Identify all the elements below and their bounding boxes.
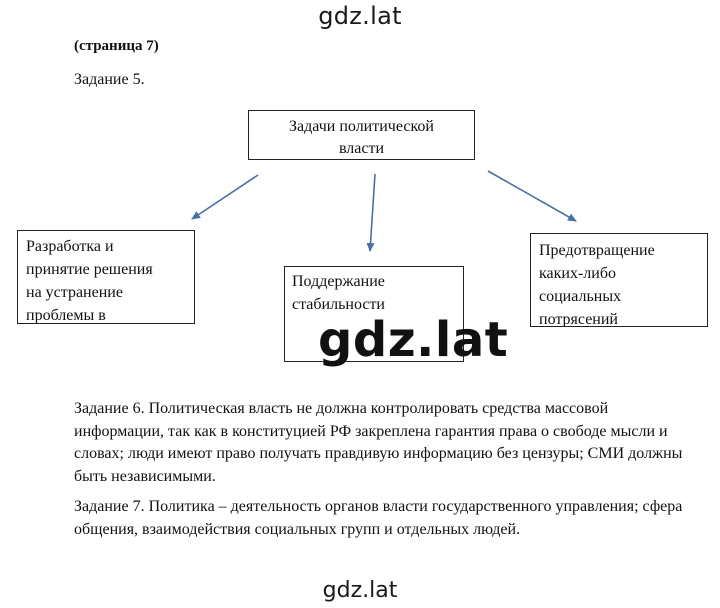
diagram-root-box: Задачи политической власти — [248, 110, 475, 160]
arrow-to-right-box — [487, 170, 577, 222]
diagram-middle-box: Поддержание стабильности — [284, 266, 464, 362]
diagram-left-box: Разработка и принятие решения на устране… — [17, 230, 195, 324]
diagram-middle-line: Поддержание — [292, 273, 385, 290]
diagram-right-line: Предотвращение — [539, 242, 655, 259]
watermark-bottom: gdz.lat — [322, 578, 398, 603]
diagram-left-line: Разработка и — [26, 238, 114, 255]
diagram-middle-line: стабильности — [292, 296, 385, 313]
task7-paragraph: Задание 7. Политика – деятельность орган… — [74, 498, 683, 538]
diagram-left-line: проблемы в — [26, 307, 106, 324]
diagram-root-line-2: власти — [338, 140, 385, 157]
task6-paragraph: Задание 6. Политическая власть не должна… — [74, 400, 683, 485]
watermark-center: gdz.lat — [318, 312, 509, 368]
diagram-right-line: потрясений — [539, 311, 618, 327]
diagram-right-line: каких-либо — [539, 265, 616, 282]
arrow-to-middle-box — [366, 173, 376, 252]
diagram-left-line: на устранение — [26, 284, 123, 301]
page-label: (страница 7) — [74, 38, 159, 54]
diagram-root-line-1: Задачи политической — [289, 118, 434, 135]
watermark-top: gdz.lat — [318, 2, 402, 30]
diagram-right-line: социальных — [539, 288, 622, 305]
task5-heading: Задание 5. — [74, 71, 145, 88]
diagram-left-line: принятие решения — [26, 261, 153, 278]
arrow-to-left-box — [191, 174, 259, 220]
diagram-right-box: Предотвращение каких-либо социальных пот… — [530, 233, 708, 327]
